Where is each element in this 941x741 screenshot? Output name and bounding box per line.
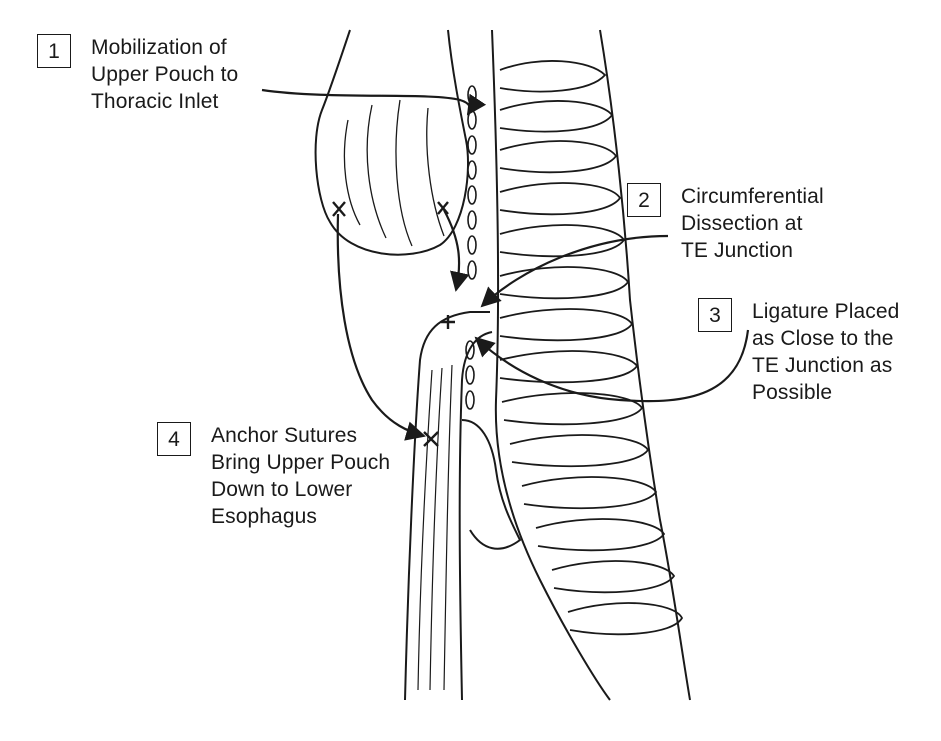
suture-mark-upper-right — [437, 201, 449, 215]
callout-4-line-3: Down to Lower — [211, 478, 353, 501]
arrow-4 — [336, 213, 426, 441]
callout-3: 3 Ligature Placed as Close to the TE Jun… — [698, 298, 899, 406]
suture-mark-ligature — [441, 315, 455, 329]
dotted-vessel — [465, 85, 477, 410]
arrow-1b — [443, 209, 470, 292]
callout-2-line-1: Circumferential — [681, 185, 824, 208]
callout-3-line-4: Possible — [752, 381, 833, 404]
callout-2-line-3: TE Junction — [681, 239, 793, 262]
callout-1-line-3: Thoracic Inlet — [91, 90, 219, 113]
callout-2: 2 Circumferential Dissection at TE Junct… — [627, 183, 824, 264]
trachea — [491, 29, 691, 701]
callout-4: 4 Anchor Sutures Bring Upper Pouch Down … — [157, 422, 390, 530]
callout-3-line-2: as Close to the — [752, 327, 894, 350]
callout-number-4: 4 — [157, 422, 191, 456]
callout-1: 1 Mobilization of Upper Pouch to Thoraci… — [37, 34, 238, 115]
callout-3-line-1: Ligature Placed — [752, 300, 900, 323]
callout-4-line-2: Bring Upper Pouch — [211, 451, 391, 474]
lower-esophagus — [404, 311, 522, 701]
callout-number-3: 3 — [698, 298, 732, 332]
arrow-1 — [261, 88, 487, 116]
callout-1-line-1: Mobilization of — [91, 36, 227, 59]
trachea-rings — [499, 60, 684, 636]
callout-label-1: Mobilization of Upper Pouch to Thoracic … — [91, 34, 238, 115]
upper-pouch — [314, 29, 469, 256]
callout-3-line-3: TE Junction as — [752, 354, 893, 377]
callout-1-line-2: Upper Pouch to — [91, 63, 239, 86]
callout-label-3: Ligature Placed as Close to the TE Junct… — [752, 298, 899, 406]
callout-2-line-2: Dissection at — [681, 212, 803, 235]
callout-label-2: Circumferential Dissection at TE Junctio… — [681, 183, 824, 264]
suture-marks — [332, 201, 455, 447]
suture-mark-anchor — [423, 431, 439, 447]
arrow-3 — [474, 329, 750, 403]
callout-label-4: Anchor Sutures Bring Upper Pouch Down to… — [211, 422, 390, 530]
callout-arrows — [261, 88, 750, 441]
arrow-2 — [480, 234, 669, 308]
callout-number-2: 2 — [627, 183, 661, 217]
callout-number-1: 1 — [37, 34, 71, 68]
callout-4-line-1: Anchor Sutures — [211, 424, 358, 447]
suture-mark-upper-left — [332, 201, 346, 217]
callout-4-line-4: Esophagus — [211, 505, 317, 528]
